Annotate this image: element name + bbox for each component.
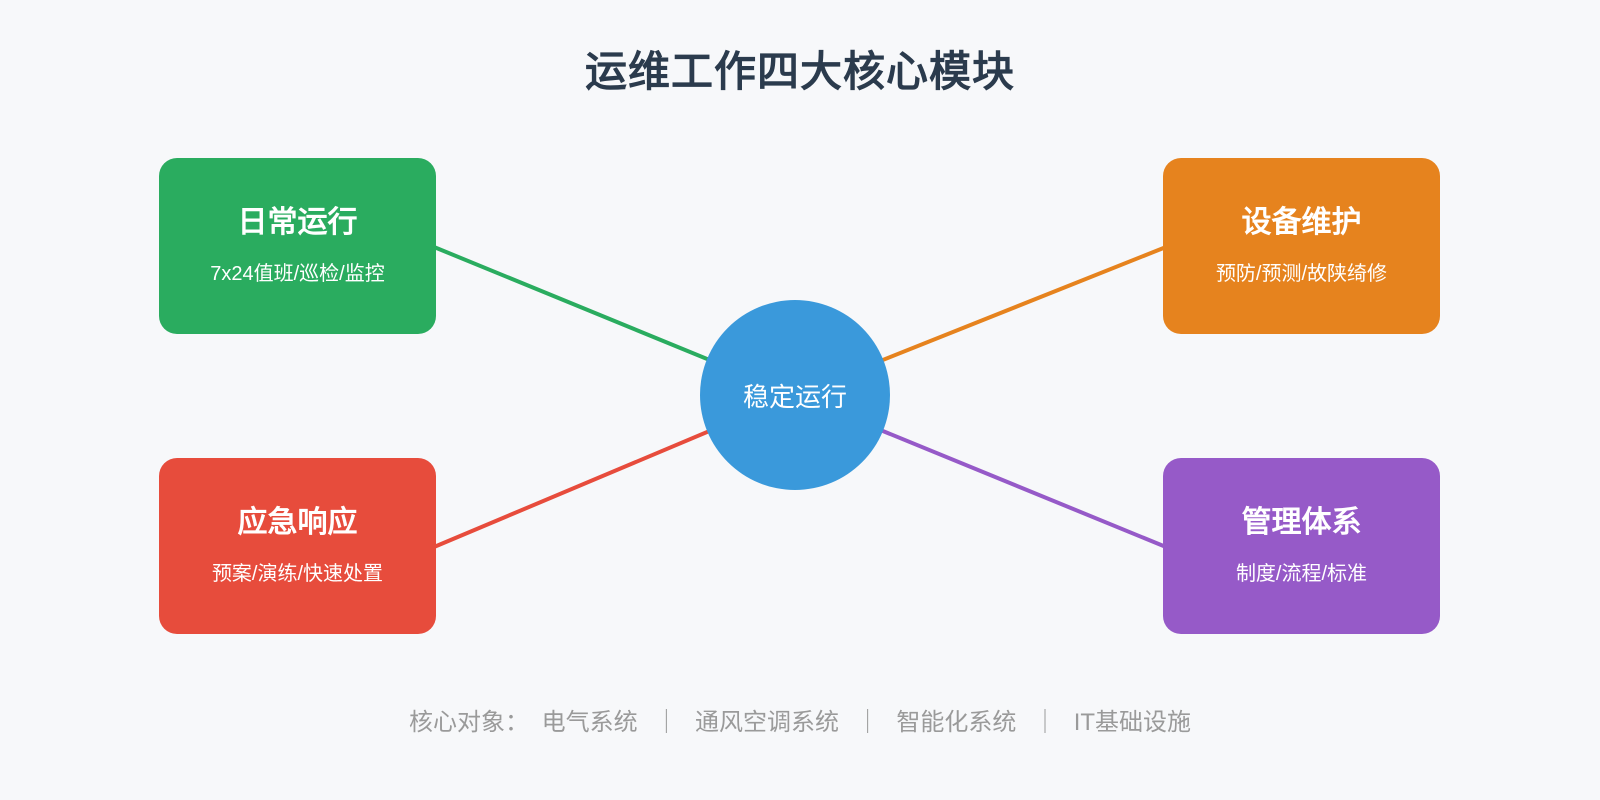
footer-item: 通风空调系统 (695, 709, 839, 736)
footer-separator: ｜ (654, 709, 679, 736)
module-card-emergency-response: 应急响应 预案/演练/快速处置 (159, 458, 436, 634)
footer-separator: ｜ (855, 709, 880, 736)
page-title: 运维工作四大核心模块 (584, 48, 1015, 95)
center-node-label: 稳定运行 (742, 381, 847, 412)
module-subtitle: 预防/预测/故陕绮修 (1215, 263, 1388, 285)
module-card-management-system: 管理体系 制度/流程/标准 (1163, 458, 1440, 634)
module-subtitle: 预案/演练/快速处置 (211, 563, 384, 585)
center-node-stable-operation: 稳定运行 (700, 300, 890, 490)
module-card-daily-operation: 日常运行 7x24值班/巡检/监控 (159, 158, 436, 334)
module-title: 设备维护 (1241, 206, 1362, 239)
footer-item: IT基础设施 (1073, 709, 1192, 736)
module-title: 日常运行 (237, 206, 358, 239)
footer-separator: ｜ (1033, 709, 1058, 736)
module-subtitle: 7x24值班/巡检/监控 (210, 263, 385, 285)
module-title: 应急响应 (237, 506, 358, 539)
module-card-equipment-maintenance: 设备维护 预防/预测/故陕绮修 (1163, 158, 1440, 334)
module-subtitle: 制度/流程/标准 (1235, 563, 1368, 585)
module-title: 管理体系 (1241, 506, 1362, 539)
footer-item: 智能化系统 (896, 709, 1017, 736)
footer-item: 电气系统 (541, 709, 638, 736)
footer-core-targets: 核心对象： 电气系统 ｜ 通风空调系统 ｜ 智能化系统 ｜ IT基础设施 (0, 702, 1600, 737)
footer-label: 核心对象： (408, 709, 529, 736)
